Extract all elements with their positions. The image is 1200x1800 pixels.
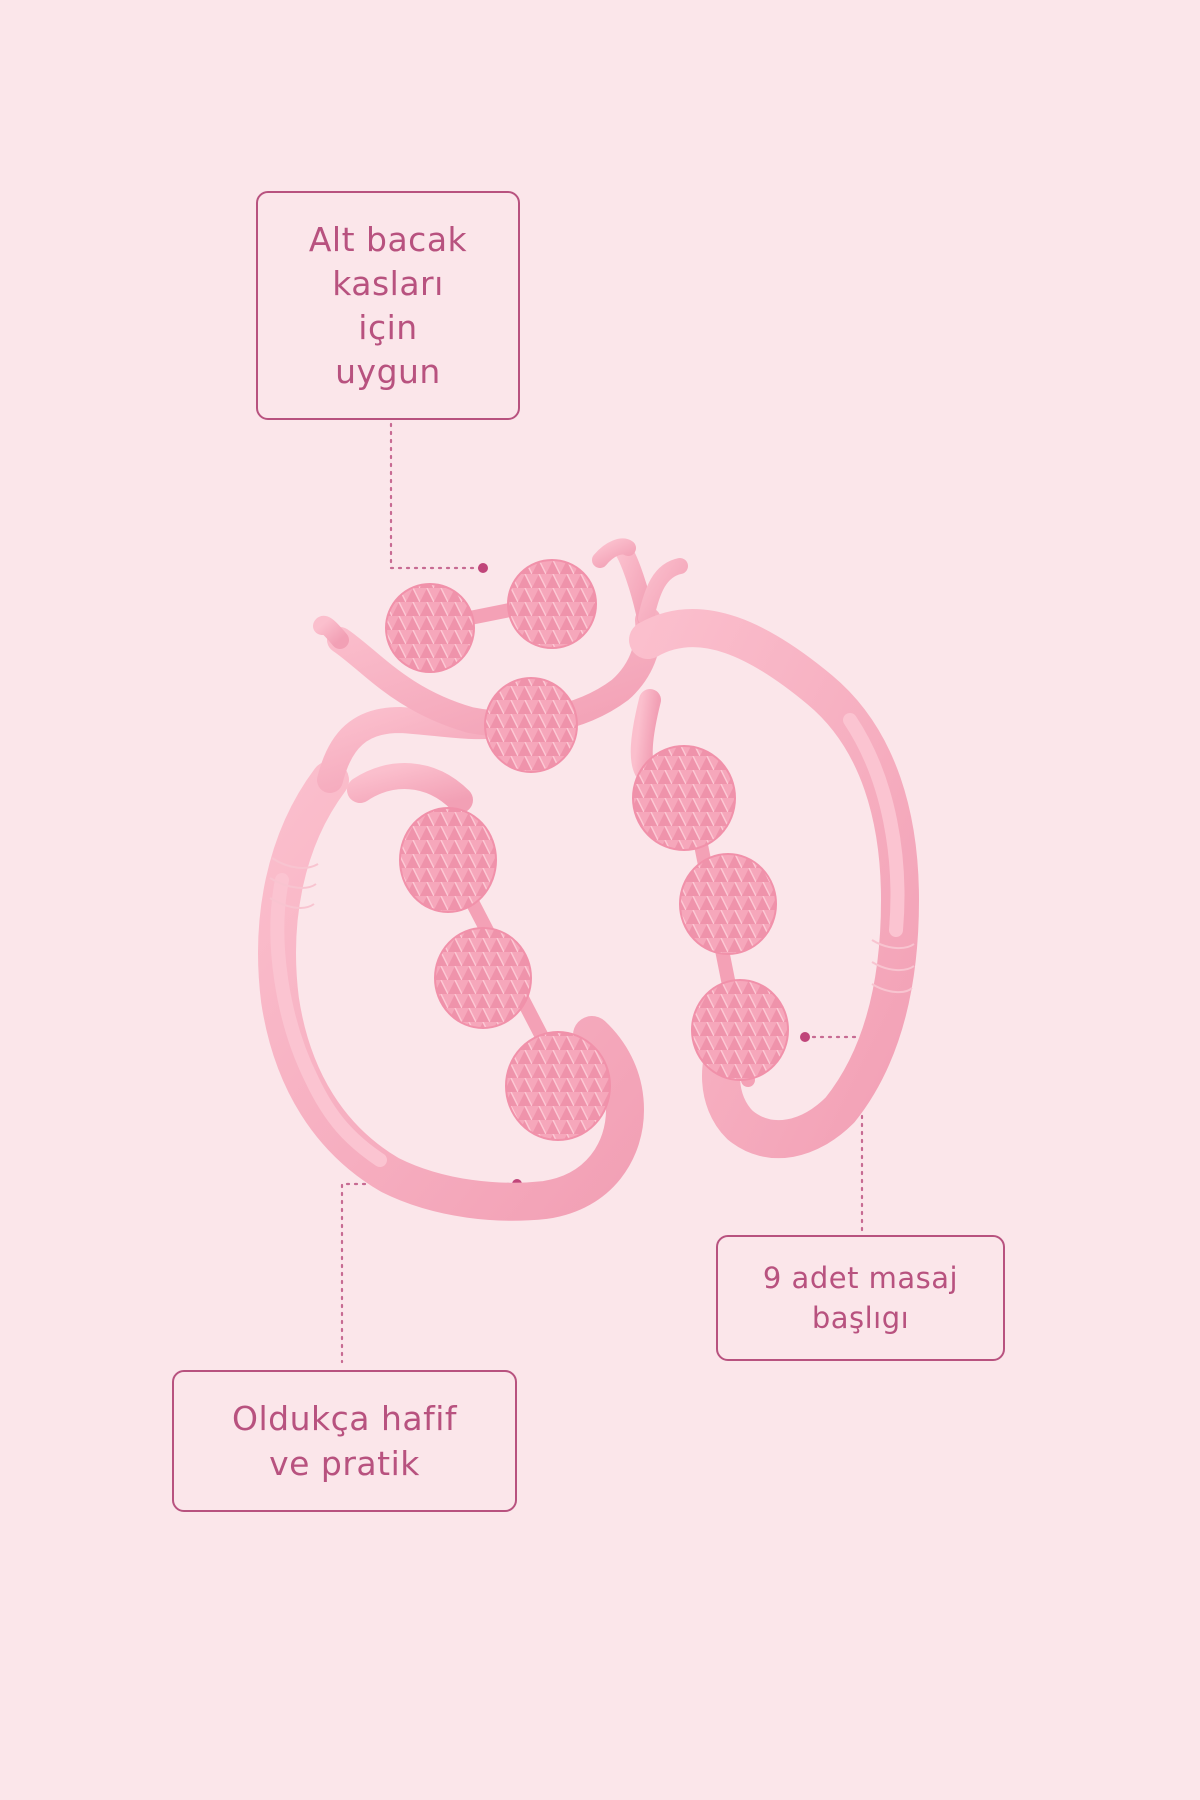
roller-right-1 (632, 745, 736, 851)
roller-left-3 (505, 1031, 611, 1141)
callout-lightweight: Oldukça hafif ve pratik (172, 1370, 517, 1512)
leader-dot-leg-muscles (478, 563, 488, 573)
roller-right-3 (691, 979, 789, 1081)
grip-ribs (269, 857, 915, 994)
leader-dot-massage-heads (800, 1032, 810, 1042)
leader-line-leg-muscles (389, 422, 485, 570)
roller-left-2 (434, 927, 532, 1029)
roller-right-2 (679, 853, 777, 955)
roller-top-1 (385, 583, 475, 673)
rollers (385, 559, 789, 1141)
leader-dots (478, 563, 810, 1189)
roller-top-3 (484, 677, 578, 773)
callout-leg-muscles: Alt bacak kasları için uygun (256, 191, 520, 420)
roller-top-2 (507, 559, 597, 649)
callout-massage-heads: 9 adet masaj başlıgı (716, 1235, 1005, 1361)
roller-left-1 (399, 807, 497, 913)
